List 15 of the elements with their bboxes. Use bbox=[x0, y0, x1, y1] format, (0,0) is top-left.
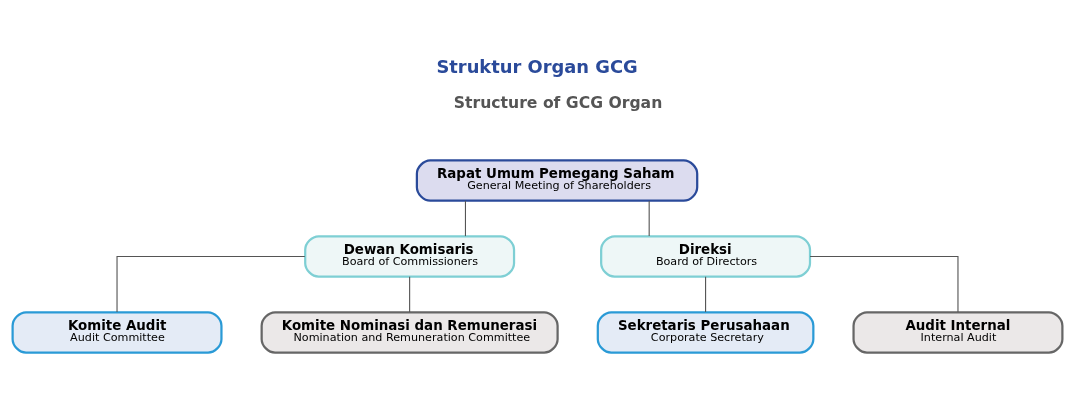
connector bbox=[409, 276, 411, 313]
label: Structure of GCG Organ bbox=[453, 92, 663, 112]
node-box: Komite Nominasi dan Remunerasi Nomination and Remuneration Committee bbox=[260, 311, 559, 354]
connector bbox=[116, 255, 306, 313]
node-box: Dewan Komisaris Board of Commissioners bbox=[304, 235, 516, 278]
node-box: Sekretaris Perusahaan Corporate Secretary bbox=[596, 311, 815, 354]
node-box: Komite Audit Audit Committee bbox=[11, 311, 223, 354]
connector bbox=[464, 200, 467, 237]
connector bbox=[809, 255, 959, 313]
node-box: Rapat Umum Pemegang Saham General Meeting of Shareholders bbox=[415, 159, 699, 202]
connector bbox=[648, 200, 650, 237]
node-box: Audit Internal Internal Audit bbox=[852, 311, 1064, 354]
connector bbox=[705, 276, 707, 313]
node-box: Direksi Board of Directors bbox=[600, 235, 812, 278]
diagram-title: Struktur Organ GCG bbox=[436, 56, 638, 78]
